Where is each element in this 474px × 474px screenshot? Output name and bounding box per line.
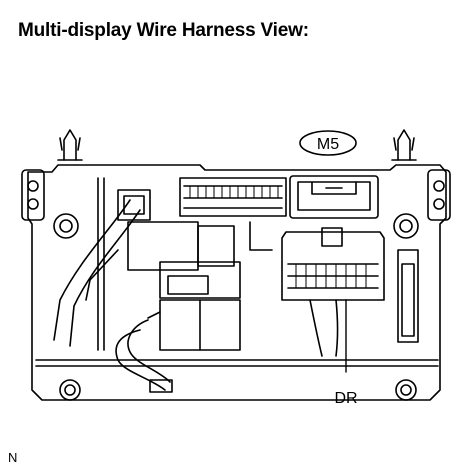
dr-connector bbox=[281, 227, 385, 357]
dr-label: DR bbox=[334, 390, 357, 407]
diagram-title: Multi-display Wire Harness View: bbox=[18, 20, 309, 41]
m5-label-bubble bbox=[299, 130, 357, 156]
upper-pin-connector bbox=[179, 177, 287, 217]
right-clip bbox=[391, 129, 417, 161]
bottom-mounts bbox=[59, 379, 417, 401]
left-mount bbox=[21, 169, 79, 239]
m5-connector bbox=[289, 175, 379, 219]
right-mount bbox=[393, 169, 451, 239]
left-clip bbox=[57, 129, 83, 161]
m5-label: M5 bbox=[317, 136, 339, 153]
left-connector-block bbox=[117, 189, 241, 351]
footer-code: N bbox=[8, 450, 18, 465]
right-slot bbox=[397, 249, 419, 343]
mounting-bracket bbox=[27, 164, 447, 401]
left-harness bbox=[53, 199, 173, 393]
